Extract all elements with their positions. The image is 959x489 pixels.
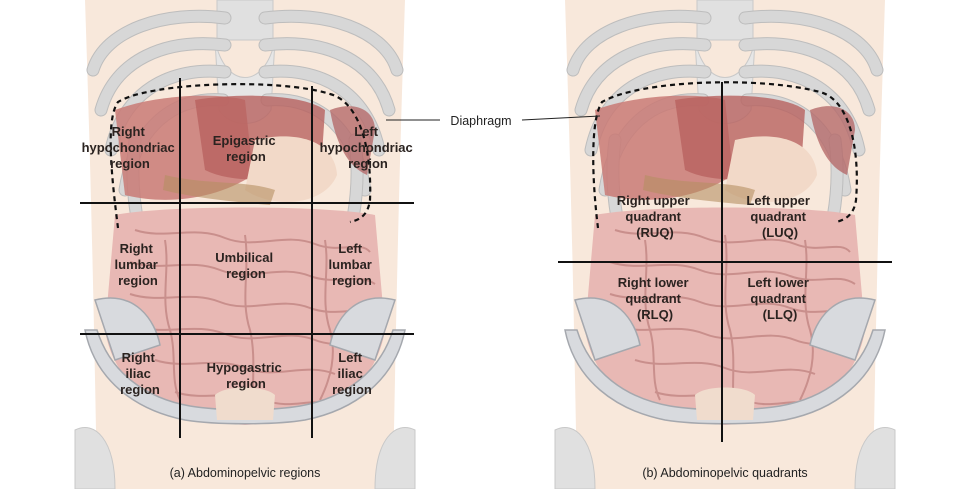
region-label-left-iliac: Left iliac region [332,350,372,397]
region-label-left-lumbar: Left lumbar region [329,241,376,288]
region-label-right-iliac: Right iliac region [120,350,160,397]
region-label-hypogastric: Hypogastric region [207,360,286,391]
region-label-umbilical: Umbilical region [215,250,276,281]
caption-panel-b: (b) Abdominopelvic quadrants [642,466,807,480]
diaphragm-outline-b [592,81,858,229]
quadrant-label-luq: Left upper quadrant (LUQ) [746,193,813,240]
region-label-epigastric: Epigastric region [213,133,279,164]
region-label-right-hypochondriac: Right hypochondriac region [82,124,179,171]
quadrant-label-rlq: Right lower quadrant (RLQ) [618,275,692,322]
panel-b-grid [558,82,892,442]
quadrant-label-llq: Left lower quadrant (LLQ) [747,275,812,322]
diaphragm-label: Diaphragm [450,114,511,128]
diaphragm-leader-right [521,115,601,121]
panel-a-labels: Right hypochondriac region Epigastric re… [82,124,417,397]
panel-a-grid [80,78,414,438]
region-label-left-hypochondriac: Left hypochondriac region [320,124,417,171]
region-label-right-lumbar: Right lumbar region [115,241,162,288]
panel-b-illustration [555,0,895,489]
caption-panel-a: (a) Abdominopelvic regions [170,466,321,480]
diaphragm-outline-a [109,83,372,229]
quadrant-label-ruq: Right upper quadrant (RUQ) [617,193,694,240]
panel-b-labels: Right upper quadrant (RUQ) Left upper qu… [617,193,813,322]
